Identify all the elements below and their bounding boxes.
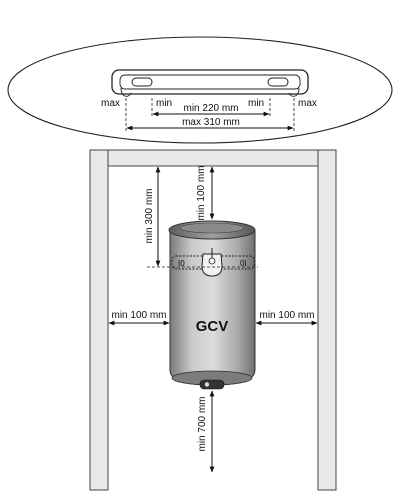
- label-min-left: min: [156, 98, 172, 109]
- svg-text:0I: 0I: [240, 259, 247, 268]
- temperature-control: [199, 379, 225, 390]
- label-top-clearance-heater: min 100 mm: [196, 165, 207, 220]
- label-min-right: min: [248, 98, 264, 109]
- dimensions: min 300 mm min 100 mm min 100 mm min 100…: [108, 165, 318, 473]
- label-left-clearance: min 100 mm: [111, 310, 166, 321]
- heater-brand: GCV: [196, 318, 229, 335]
- svg-text:I0: I0: [178, 259, 185, 268]
- ceiling: [107, 149, 319, 167]
- mounting-bracket: [111, 69, 309, 95]
- label-top-clearance-wall: min 300 mm: [144, 188, 155, 243]
- label-max-span: max 310 mm: [182, 117, 240, 128]
- label-max-right: max: [298, 98, 317, 109]
- slot-hole-right: [267, 77, 289, 87]
- bracket-detail: max min min max min 220 mm max 310 mm: [7, 36, 393, 144]
- right-wall: [317, 149, 337, 491]
- label-max-left: max: [101, 98, 120, 109]
- slot-hole-left: [131, 77, 153, 87]
- label-min-span: min 220 mm: [183, 103, 238, 114]
- alcove: [89, 149, 337, 491]
- left-wall: [89, 149, 109, 491]
- control-knob-icon: [204, 382, 210, 387]
- hook-left: [120, 87, 132, 97]
- mounting-bracket-inner: [119, 74, 301, 90]
- hook-right: [288, 87, 300, 97]
- label-right-clearance: min 100 mm: [259, 310, 314, 321]
- water-heater: I0 0I GCV: [168, 220, 256, 390]
- valve-icon: [201, 253, 223, 277]
- label-bottom-clearance: min 700 mm: [197, 396, 208, 451]
